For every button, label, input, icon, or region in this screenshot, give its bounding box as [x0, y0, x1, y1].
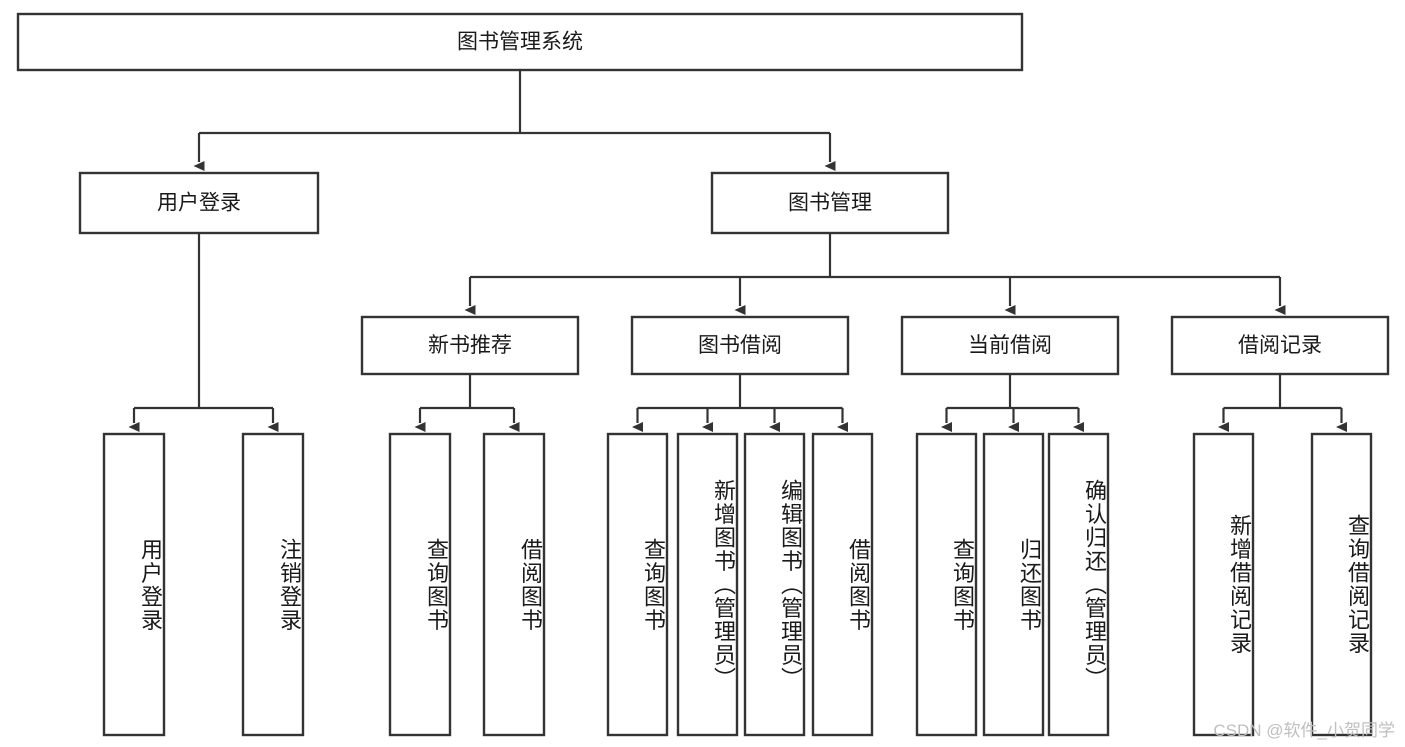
csdn-watermark: CSDN @软件_小贺同学	[1213, 721, 1395, 740]
node-label-book-manage: 图书管理	[788, 192, 872, 215]
node-current-borrow[interactable]	[900, 315, 1120, 376]
node-user-login[interactable]	[78, 171, 320, 235]
node-label-current-borrow: 当前借阅	[968, 334, 1052, 357]
node-leaf-edit-book[interactable]	[743, 432, 806, 737]
node-leaf-user-login[interactable]	[102, 432, 166, 737]
node-book-borrow[interactable]	[630, 315, 850, 376]
node-leaf-query-record[interactable]	[1310, 432, 1373, 737]
node-book-manage[interactable]	[710, 171, 950, 235]
node-leaf-return-book[interactable]	[982, 432, 1045, 737]
node-label-borrow-record: 借阅记录	[1238, 334, 1322, 357]
node-leaf-query-book-3[interactable]	[915, 432, 978, 737]
node-leaf-confirm-return[interactable]	[1047, 432, 1110, 737]
node-label-new-book-rec: 新书推荐	[428, 334, 512, 357]
node-borrow-record[interactable]	[1170, 315, 1390, 376]
box-layer	[16, 12, 1390, 737]
node-root[interactable]	[16, 12, 1024, 72]
node-label-book-borrow: 图书借阅	[698, 334, 782, 357]
node-leaf-query-book-2[interactable]	[606, 432, 669, 737]
node-leaf-add-record[interactable]	[1192, 432, 1255, 737]
node-leaf-user-logout[interactable]	[241, 432, 305, 737]
node-label-root: 图书管理系统	[457, 31, 583, 54]
node-leaf-borrow-book-2[interactable]	[811, 432, 874, 737]
node-leaf-borrow-book-1[interactable]	[482, 432, 546, 737]
node-leaf-query-book-1[interactable]	[388, 432, 452, 737]
node-new-book-rec[interactable]	[360, 315, 580, 376]
connector-layer	[128, 70, 1347, 432]
node-label-user-login: 用户登录	[157, 192, 241, 215]
node-leaf-add-book[interactable]	[676, 432, 739, 737]
